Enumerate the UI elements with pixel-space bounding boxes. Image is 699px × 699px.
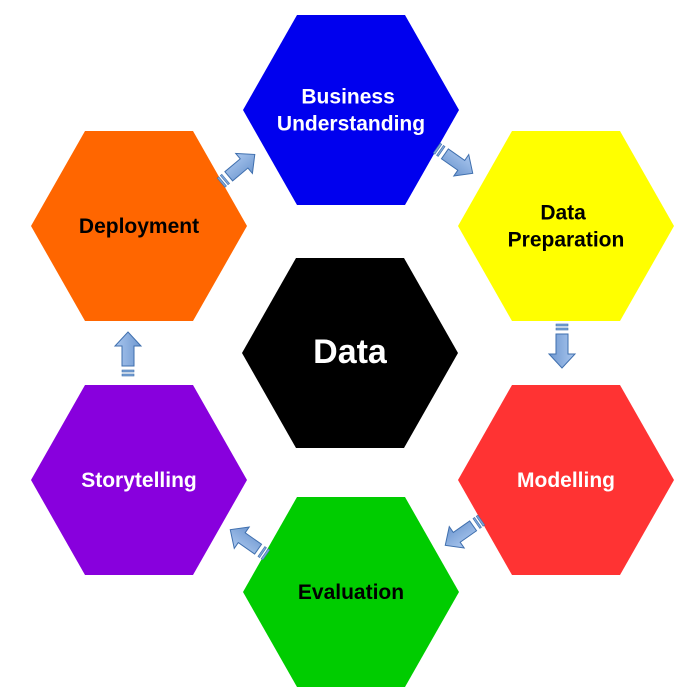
hex-evaluation: Evaluation [243,497,459,687]
arrow-tail-stripe [260,548,271,561]
arrow-body [224,152,256,182]
arrow-body [113,331,143,367]
hex-storytelling: Storytelling [31,385,247,575]
hex-evaluation-shape [243,497,459,687]
arrow-deployment-to-business-icon [216,152,256,188]
arrow-tail-stripe [436,145,446,157]
hex-modelling-label: Modelling [517,469,615,492]
hex-evaluation-label: Evaluation [298,581,404,604]
arrow-business-to-preparation-icon [432,142,474,177]
arrow-tail-stripe [475,514,486,527]
arrow-storytelling-to-deployment-icon [113,331,143,377]
hex-storytelling-label: Storytelling [81,469,197,492]
arrow-tail-stripe [121,369,135,373]
arrow-tail-stripe [472,517,482,529]
hex-deployment-label: Deployment [79,215,199,238]
arrow-tail-stripe [257,546,267,558]
hex-data-preparation: Data Preparation [458,131,674,321]
label-line-1: Data [540,202,586,225]
label-line-2: Preparation [508,229,625,252]
arrow-body [444,520,478,549]
arrow-body [229,526,263,555]
arrow-body [440,148,474,177]
hex-storytelling-shape [31,385,247,575]
hex-business-understanding-shape [243,15,459,205]
hex-deployment-shape [31,131,247,321]
hex-business-understanding-label: Business Understanding [277,86,425,136]
arrow-body [547,333,577,369]
hex-modelling-shape [458,385,674,575]
label-line-1: Modelling [517,469,615,492]
label-line-1: Business [301,86,394,109]
hex-data-preparation-shape [458,131,674,321]
hex-business-understanding: Business Understanding [243,15,459,205]
arrow-tail-stripe [555,323,569,327]
arrow-modelling-to-evaluation-icon [444,514,486,549]
hex-deployment: Deployment [31,131,247,321]
hex-data-preparation-label: Data Preparation [508,202,625,252]
arrow-tail-stripe [121,373,135,377]
label-line-1: Evaluation [298,581,404,604]
hex-center-label: Data [313,333,388,371]
arrow-evaluation-to-storytelling-icon [229,526,271,561]
arrow-tail-stripe [555,327,569,331]
label-line-2: Understanding [277,113,425,136]
arrow-preparation-to-modelling-icon [547,323,577,369]
label-line-1: Deployment [79,215,199,238]
arrow-tail-stripe [432,142,443,155]
hex-center-data: Data [242,258,458,448]
arrow-tail-stripe [219,173,230,186]
hex-modelling: Modelling [458,385,674,575]
arrow-tail-stripe [216,176,227,188]
hex-center-shape [242,258,458,448]
flow-arrows [113,142,577,561]
label-line-1: Storytelling [81,469,197,492]
